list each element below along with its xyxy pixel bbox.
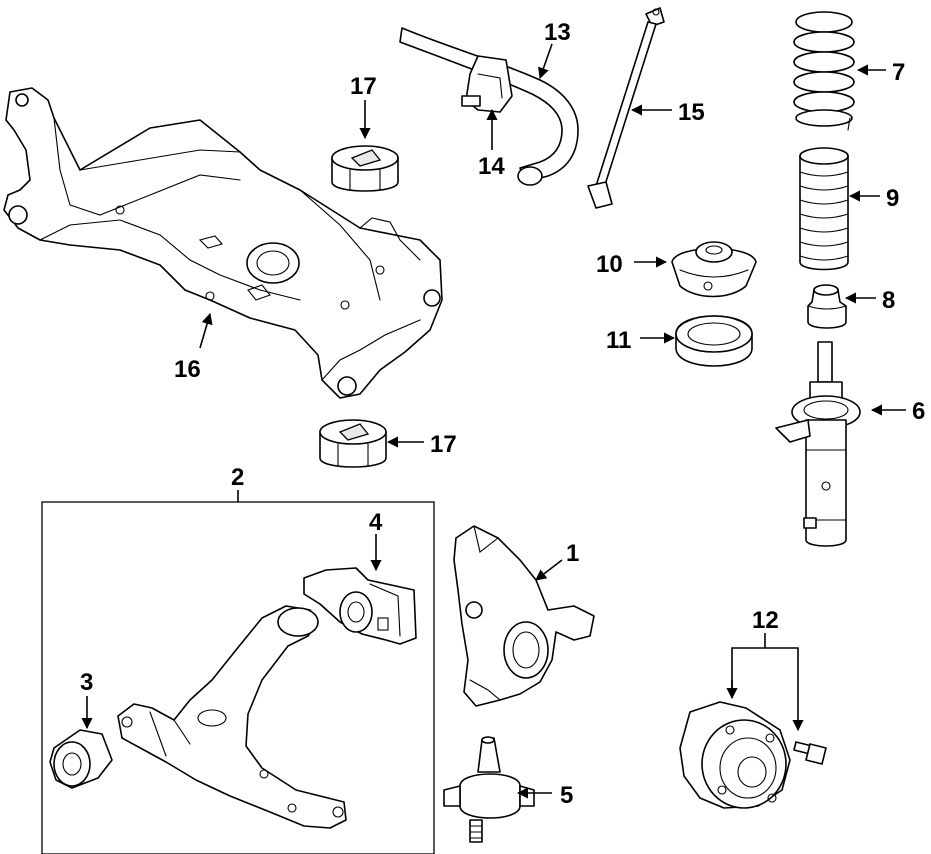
stabilizer-link-part-15 (587, 7, 665, 209)
callout-17-upper: 17 (350, 73, 377, 100)
callout-10: 10 (596, 251, 623, 278)
callout-1: 1 (566, 540, 579, 567)
rear-bushing-part-4 (303, 567, 417, 645)
callout-11: 11 (606, 327, 631, 354)
leader-13 (538, 43, 553, 80)
callout-13: 13 (544, 19, 571, 46)
stabilizer-bushing-part-14 (461, 55, 513, 113)
bump-stop-part-8 (807, 284, 847, 329)
leader-16 (199, 312, 213, 349)
callout-numbers: 1 2 3 4 5 6 7 8 9 10 11 12 13 14 15 16 1… (80, 19, 925, 809)
callout-leaders (81, 43, 906, 799)
ball-joint-part-5 (443, 736, 535, 843)
callout-16: 16 (174, 356, 201, 383)
stabilizer-bar-part-13 (399, 27, 579, 186)
leader-1 (535, 559, 563, 581)
steering-knuckle-part-1 (453, 525, 595, 707)
strut-mount-part-10 (671, 241, 757, 298)
callout-12: 12 (752, 607, 779, 634)
lower-control-arm-part-2 (117, 605, 347, 829)
coil-spring-part-7 (793, 11, 855, 131)
dust-boot-part-9 (799, 147, 849, 271)
wheel-hub-part-12 (679, 701, 791, 809)
callout-5: 5 (560, 782, 573, 809)
callout-6: 6 (912, 398, 925, 425)
strut-bearing-part-11 (675, 315, 753, 367)
callout-8: 8 (882, 287, 895, 314)
callout-4: 4 (369, 509, 383, 536)
callout-15: 15 (678, 99, 705, 126)
callout-3: 3 (80, 669, 93, 696)
subframe-part-16 (3, 87, 443, 399)
callout-9: 9 (886, 185, 899, 212)
mount-bushing-part-17-upper (331, 145, 399, 192)
callout-7: 7 (892, 59, 905, 86)
mount-bushing-part-17-lower (319, 419, 387, 468)
callout-17-lower: 17 (430, 431, 457, 458)
hub-bolt-part-12 (793, 741, 827, 765)
callout-2: 2 (231, 464, 244, 491)
callout-14: 14 (478, 153, 505, 180)
front-bushing-part-3 (49, 729, 113, 789)
strut-part-6 (775, 341, 861, 547)
